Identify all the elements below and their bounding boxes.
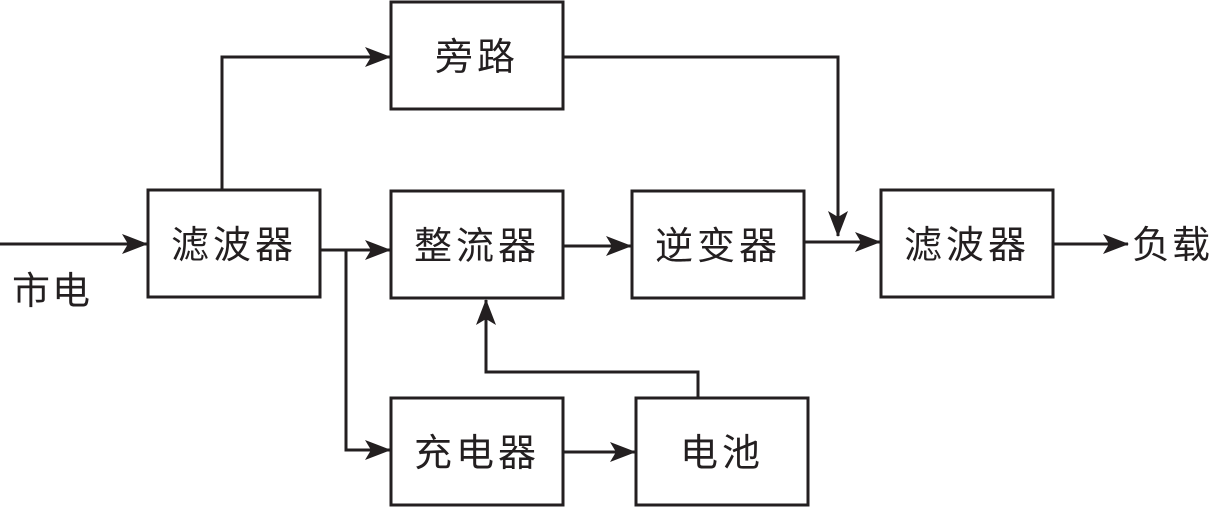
block-battery-label: 电池 — [680, 431, 764, 475]
connections — [0, 47, 1129, 462]
arrow-filter-to-charger — [344, 250, 391, 460]
arrow-bypass-to-filter — [564, 55, 848, 237]
block-battery: 电池 — [634, 396, 810, 507]
block-inverter-label: 逆变器 — [655, 224, 781, 268]
input-label: 市电 — [12, 269, 92, 313]
output-label: 负载 — [1132, 223, 1212, 267]
block-charger-label: 充电器 — [414, 431, 540, 475]
block-output-filter-label: 滤波器 — [904, 223, 1030, 267]
block-rectifier: 整流器 — [389, 189, 565, 300]
block-inverter: 逆变器 — [630, 189, 806, 300]
block-output-filter: 滤波器 — [879, 188, 1055, 299]
block-charger: 充电器 — [389, 396, 565, 507]
arrow-filter-to-bypass — [220, 47, 391, 189]
block-input-filter-label: 滤波器 — [171, 223, 297, 267]
block-bypass-label: 旁路 — [435, 35, 519, 79]
block-input-filter: 滤波器 — [146, 188, 322, 299]
block-rectifier-label: 整流器 — [414, 224, 540, 268]
block-bypass: 旁路 — [389, 0, 565, 111]
arrow-battery-to-rectifier — [476, 299, 700, 398]
